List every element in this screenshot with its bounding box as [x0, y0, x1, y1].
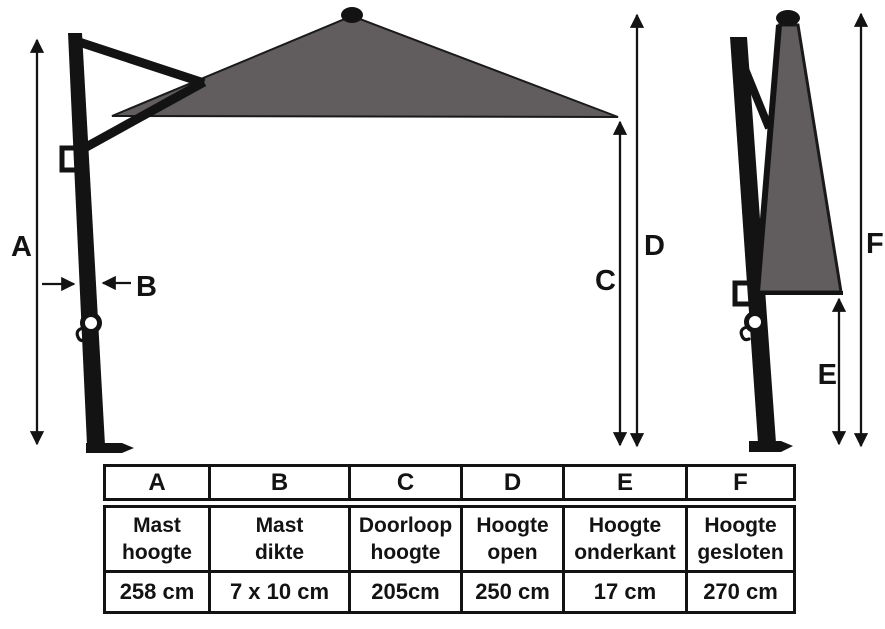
crank-handle-icon [739, 311, 766, 342]
spec-table-body: Mast hoogte Mast dikte Doorloop hoogte H… [103, 505, 796, 614]
spec-label-cell: Hoogte onderkant [562, 505, 688, 573]
spec-value-cell: 250 cm [460, 570, 565, 614]
spec-label-cell: Hoogte gesloten [685, 505, 796, 573]
dimension-label-f: F [866, 228, 884, 260]
spec-label-cell: Hoogte open [460, 505, 565, 573]
base-plate [86, 443, 134, 453]
spec-header-cell: F [685, 464, 796, 501]
crank-handle-icon [75, 312, 102, 343]
canopy-cap [776, 10, 800, 26]
spec-label-cell: Mast hoogte [103, 505, 211, 573]
dimension-label-e: E [818, 359, 837, 391]
spec-label-cell: Doorloop hoogte [348, 505, 463, 573]
spec-value-cell: 258 cm [103, 570, 211, 614]
canopy-cap [341, 7, 363, 23]
spec-header-cell: E [562, 464, 688, 501]
spec-header-cell: C [348, 464, 463, 501]
lower-arm [76, 78, 207, 155]
spec-label-row: Mast hoogte Mast dikte Doorloop hoogte H… [103, 505, 796, 573]
dimension-label-a: A [11, 231, 32, 263]
spec-value-cell: 270 cm [685, 570, 796, 614]
mast [68, 33, 105, 445]
strut [739, 62, 773, 130]
upper-arm [74, 36, 206, 88]
canopy-left-edge [754, 24, 782, 293]
parasol-dimension-diagram: A B C D [11, 7, 884, 453]
canopy-open [111, 14, 619, 118]
spec-header-cell: A [103, 464, 211, 501]
dimension-label-c: C [595, 265, 616, 297]
spec-header-row: A B C D E F [103, 464, 796, 501]
spec-value-cell: 7 x 10 cm [208, 570, 351, 614]
spec-value-row: 258 cm 7 x 10 cm 205cm 250 cm 17 cm 270 … [103, 570, 796, 614]
spec-header-cell: D [460, 464, 565, 501]
dimension-label-d: D [644, 230, 665, 262]
mast [730, 37, 776, 443]
spec-value-cell: 17 cm [562, 570, 688, 614]
spec-value-cell: 205cm [348, 570, 463, 614]
base-plate [749, 441, 793, 452]
closed-parasol-figure: E F [730, 10, 884, 452]
spec-header-cell: B [208, 464, 351, 501]
dimension-label-b: B [136, 271, 157, 303]
open-parasol-figure: A B C D [11, 7, 665, 453]
spec-table: A B C D E F Mast hoogte Mast dikte Doorl… [103, 464, 797, 614]
spec-table-header: A B C D E F [103, 464, 796, 501]
spec-label-cell: Mast dikte [208, 505, 351, 573]
